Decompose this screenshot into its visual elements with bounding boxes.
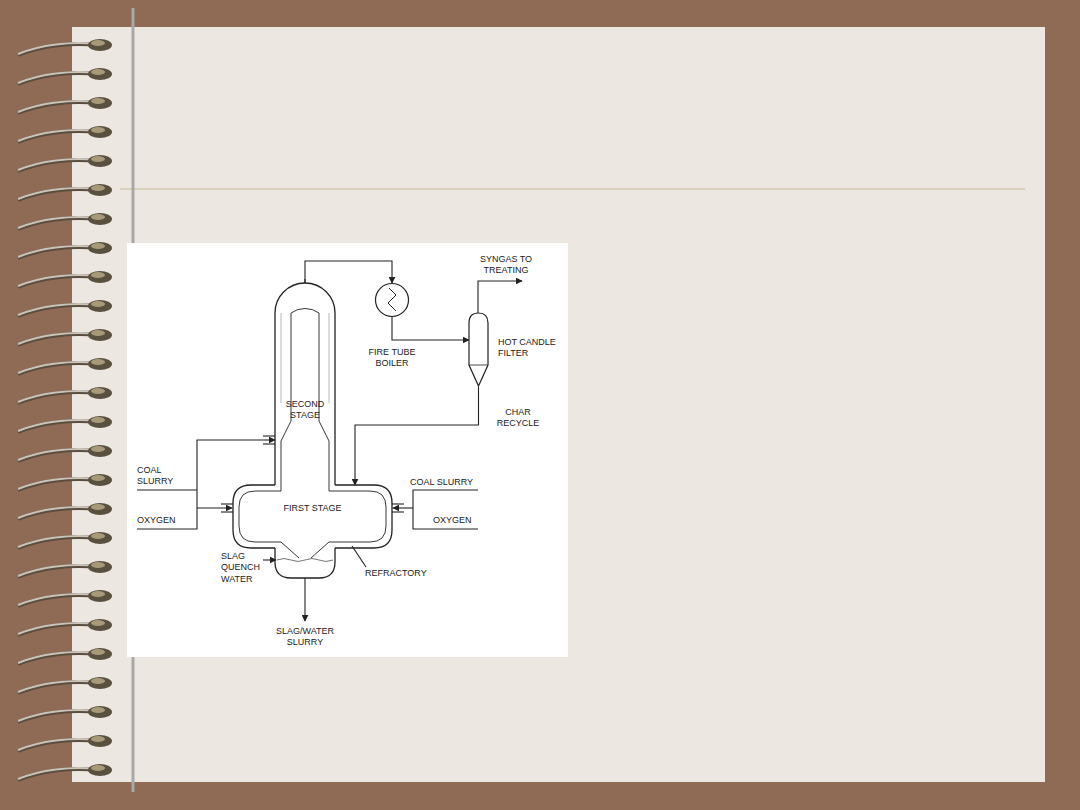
feed-label: OXYGEN (137, 515, 187, 526)
outlet-label: SLAG/WATER SLURRY (272, 626, 338, 649)
part-label: REFRACTORY (365, 568, 435, 579)
shape-outline (275, 283, 335, 485)
title-rule (120, 189, 1025, 190)
slide-page (72, 27, 1045, 782)
node-label: FIRE TUBE BOILER (362, 347, 422, 370)
fire-tube-boiler: FIRE TUBE BOILER (375, 283, 409, 317)
node-label: SECOND STAGE (275, 399, 335, 422)
flow-line (355, 387, 479, 485)
flow-line (392, 317, 469, 340)
feed-label: COAL SLURRY (137, 465, 181, 488)
spiral-binding (0, 34, 120, 788)
node-label: HOT CANDLE FILTER (498, 337, 562, 360)
flow-line (305, 261, 392, 283)
gasifier-piping (137, 281, 522, 621)
hot-candle-filter: HOT CANDLE FILTER (469, 313, 488, 387)
shape-outline (375, 283, 409, 317)
outlet-label: SYNGAS TO TREATING (474, 254, 538, 277)
second-stage-column: SECOND STAGE (275, 283, 335, 485)
shape-outline (233, 485, 392, 548)
feed-label: OXYGEN (433, 515, 483, 526)
edge-label: CHAR RECYCLE (492, 407, 544, 430)
shape-outline (469, 313, 488, 387)
node-label: FIRST STAGE (253, 503, 372, 514)
diagram-panel (127, 243, 568, 657)
first-stage-vessel: FIRST STAGE (233, 485, 392, 548)
feed-label: COAL SLURRY (410, 477, 490, 488)
inlet-label: SLAG QUENCH WATER (221, 551, 261, 585)
